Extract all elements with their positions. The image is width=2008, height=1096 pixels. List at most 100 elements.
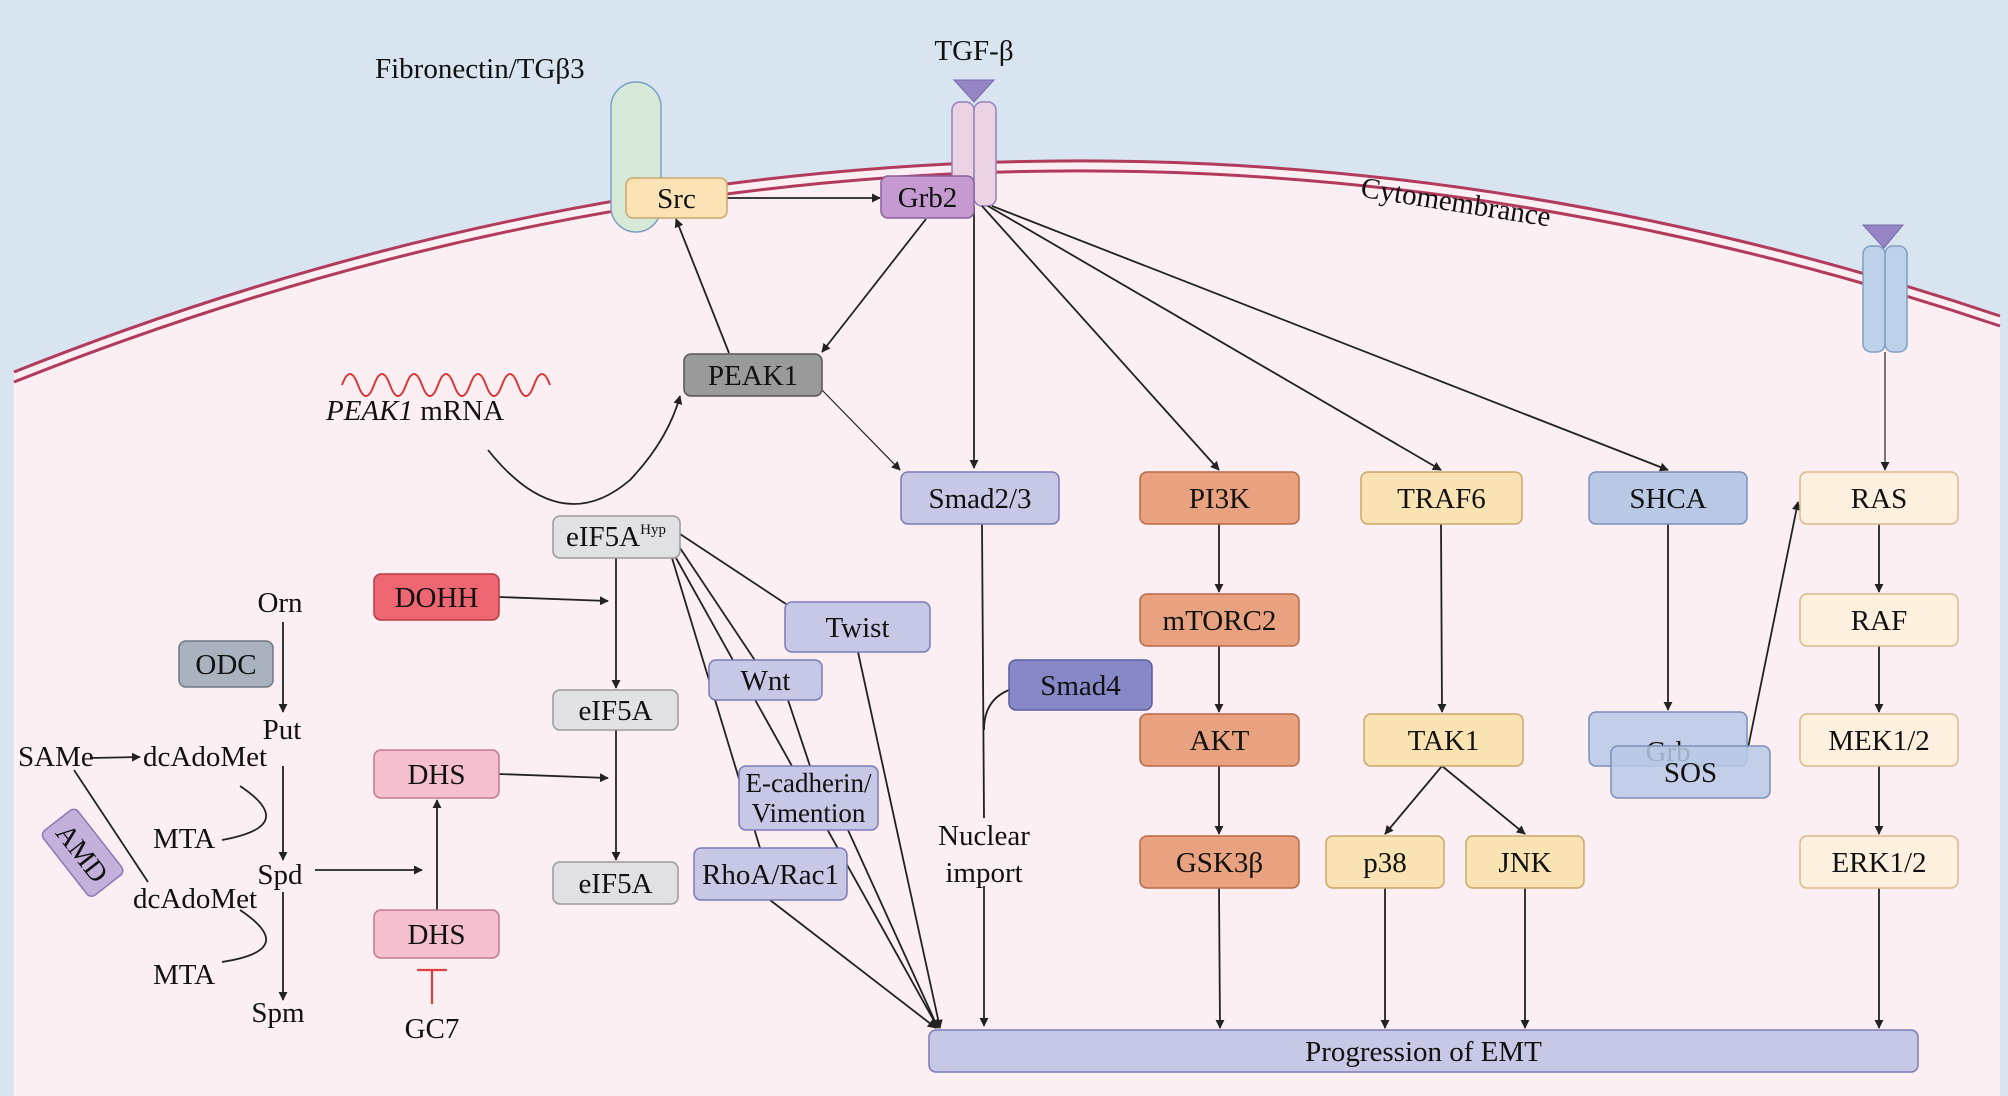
edge-grb2-peak1 [821,218,927,353]
node-label: DHS [407,919,465,951]
node-mtorc2: mTORC2 [1139,593,1300,647]
edge-ecad-emt [847,829,939,1029]
edge-eif5a-twist [679,533,787,605]
node-label: Progression of EMT [1305,1036,1542,1068]
node-traf6: TRAF6 [1360,471,1523,525]
node-twist: Twist [784,601,931,653]
node-label: ODC [195,649,256,681]
edge-dhs-eif5a [498,773,609,783]
node-label: JNK [1498,847,1551,879]
node-grb2: Grb2 [880,175,975,219]
gc7-inhibition-mark [417,968,447,1004]
edge-sos-ras [1747,501,1801,749]
node-label: MEK1/2 [1828,725,1930,757]
same-label: SAMe [18,741,94,773]
node-label: eIF5AHyp [566,521,666,553]
node-dhs2: DHS [373,909,500,959]
edge-eif5a-wnt [677,544,757,663]
edge-peak1-smad23 [821,389,901,471]
edge-receptor-shca [991,205,1669,472]
cytoplasm-region [14,160,2000,1096]
edge-dcadomet2-mta [221,909,267,963]
dcadomet-label-1: dcAdoMet [143,741,267,773]
nuclear-label: Nuclear [938,820,1030,852]
edge-tak1-p38 [1384,765,1443,835]
node-src: Src [625,177,728,219]
dcadomet-label-2: dcAdoMet [133,883,257,915]
node-label: PI3K [1189,483,1250,515]
edge-peak1-src [674,218,730,354]
node-label: RAS [1851,483,1907,515]
node-jnk: JNK [1465,835,1585,889]
node-label: SHCA [1629,483,1706,515]
node-label: Smad4 [1040,670,1121,702]
edge-same-dcadomet2 [73,769,149,883]
node-label: mTORC2 [1163,605,1277,637]
node-label: TAK1 [1408,725,1480,757]
edge-traf6-tak1 [1437,523,1447,713]
node-rhoa: RhoA/Rac1 [693,847,848,901]
edge-twist-emt [857,651,943,1029]
node-smad23: Smad2/3 [900,471,1060,525]
edge-dcadomet-mta [221,785,267,841]
node-smad4: Smad4 [1008,659,1153,711]
node-label: eIF5A [578,695,652,727]
peak1-mrna-gene: PEAK1 [325,395,413,427]
mrna-wave-icon [341,373,551,397]
edge-tak1-jnk [1441,765,1526,835]
peak1-mrna-label: PEAK1 mRNA [325,395,504,427]
edge-smad23-nuclear [981,523,985,819]
node-eif5a-mid: eIF5A [552,689,679,731]
edge-same-dcadomet [89,752,141,762]
node-ecad: E-cadherin/Vimention [738,765,879,831]
node-label: DOHH [395,582,479,614]
cell-membrane [13,159,2001,384]
gc7-label: GC7 [405,1013,460,1045]
node-label: Smad2/3 [928,483,1031,515]
node-label: ERK1/2 [1831,847,1926,879]
edge-gsk-emt [1215,887,1225,1029]
tgfb-label: TGF-β [934,35,1013,67]
node-tak1: TAK1 [1363,713,1524,767]
node-p38: p38 [1325,835,1445,889]
node-mek: MEK1/2 [1799,713,1959,767]
node-akt: AKT [1139,713,1300,767]
node-label: p38 [1363,847,1407,879]
node-ras: RAS [1799,471,1959,525]
edge-dohh-eif5a [498,596,609,606]
node-label: RAF [1851,605,1907,637]
node-dohh: DOHH [373,573,500,621]
node-eif5a-hyp: eIF5AHyp [552,515,681,559]
edge-rhoa-emt [769,899,937,1029]
node-dhs1: DHS [373,749,500,799]
node-label: SOS [1664,757,1717,789]
node-label: DHS [407,759,465,791]
node-erk: ERK1/2 [1799,835,1959,889]
node-gsk: GSK3β [1139,835,1300,889]
peak1-mrna-suffix: mRNA [413,395,504,427]
node-label: E-cadherin/ [746,768,872,798]
node-shca: SHCA [1588,471,1748,525]
node-odc: ODC [178,640,274,688]
tgfb-receptor [951,79,997,207]
node-label: RhoA/Rac1 [702,859,839,891]
node-label: Twist [825,612,889,644]
node-emt: Progression of EMT [928,1029,1919,1073]
edge-receptor-pi3k [981,205,1220,471]
node-pi3k: PI3K [1139,471,1300,525]
node-wnt: Wnt [708,659,823,701]
node-label: Grb2 [898,182,958,214]
edge-receptor-traf6 [987,205,1442,471]
edge-mrna-peak1 [487,395,683,505]
node-label: AKT [1190,725,1250,757]
node-label: Vimention [752,798,866,828]
node-label: GSK3β [1176,847,1263,879]
node-label: eIF5A [578,868,652,900]
node-label: Src [657,183,696,215]
edge-wnt-ecad [787,699,811,767]
mta-label-2: MTA [153,959,215,991]
node-eif5a-low: eIF5A [552,861,679,905]
node-raf: RAF [1799,593,1959,647]
node-label: PEAK1 [708,360,798,392]
mta-label-1: MTA [153,823,215,855]
